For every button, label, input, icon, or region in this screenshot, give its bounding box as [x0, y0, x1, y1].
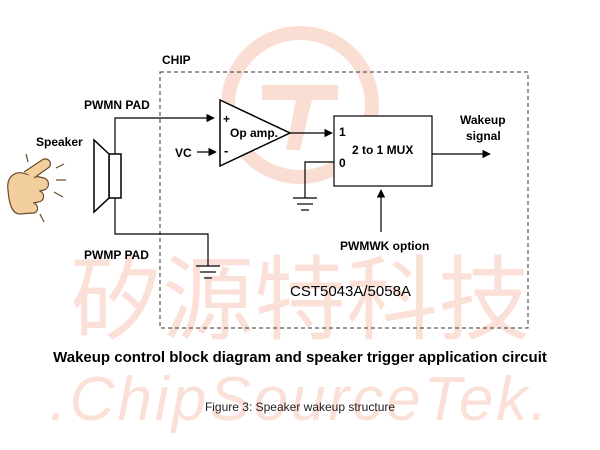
op-amp-label: Op amp.: [230, 126, 278, 140]
pwmwk-option-label: PWMWK option: [340, 239, 429, 253]
mux-label: 2 to 1 MUX: [352, 143, 413, 157]
vc-label: VC: [175, 146, 192, 160]
speaker-label: Speaker: [36, 135, 83, 149]
speaker-icon: [93, 138, 122, 214]
pwmp-pad-label: PWMP PAD: [84, 248, 149, 262]
wakeup-label-line1: Wakeup: [460, 113, 506, 127]
mux-input-0: 0: [339, 156, 346, 170]
figure-caption: Figure 3: Speaker wakeup structure: [204, 400, 396, 414]
op-amp-plus: +: [223, 112, 230, 126]
chip-boundary: [159, 71, 529, 329]
op-amp-symbol: [219, 98, 292, 168]
mux-input0-wire: [304, 161, 334, 198]
pwmp-wire: [114, 198, 209, 266]
diagram-caption: Wakeup control block diagram and speaker…: [53, 349, 547, 366]
chip-label: CHIP: [162, 53, 191, 67]
pwmn-pad-label: PWMN PAD: [84, 98, 150, 112]
part-number-label: CST5043A/5058A: [290, 283, 411, 300]
mux-block: [333, 115, 433, 187]
wakeup-label-line2: signal: [466, 129, 501, 143]
ground-symbol-mux: [293, 197, 317, 211]
mux-input-1: 1: [339, 125, 346, 139]
ground-symbol-pwmp: [196, 265, 220, 279]
clapping-hand-icon: [7, 153, 66, 223]
op-amp-minus: -: [224, 143, 228, 158]
pwmn-wire: [114, 113, 215, 154]
